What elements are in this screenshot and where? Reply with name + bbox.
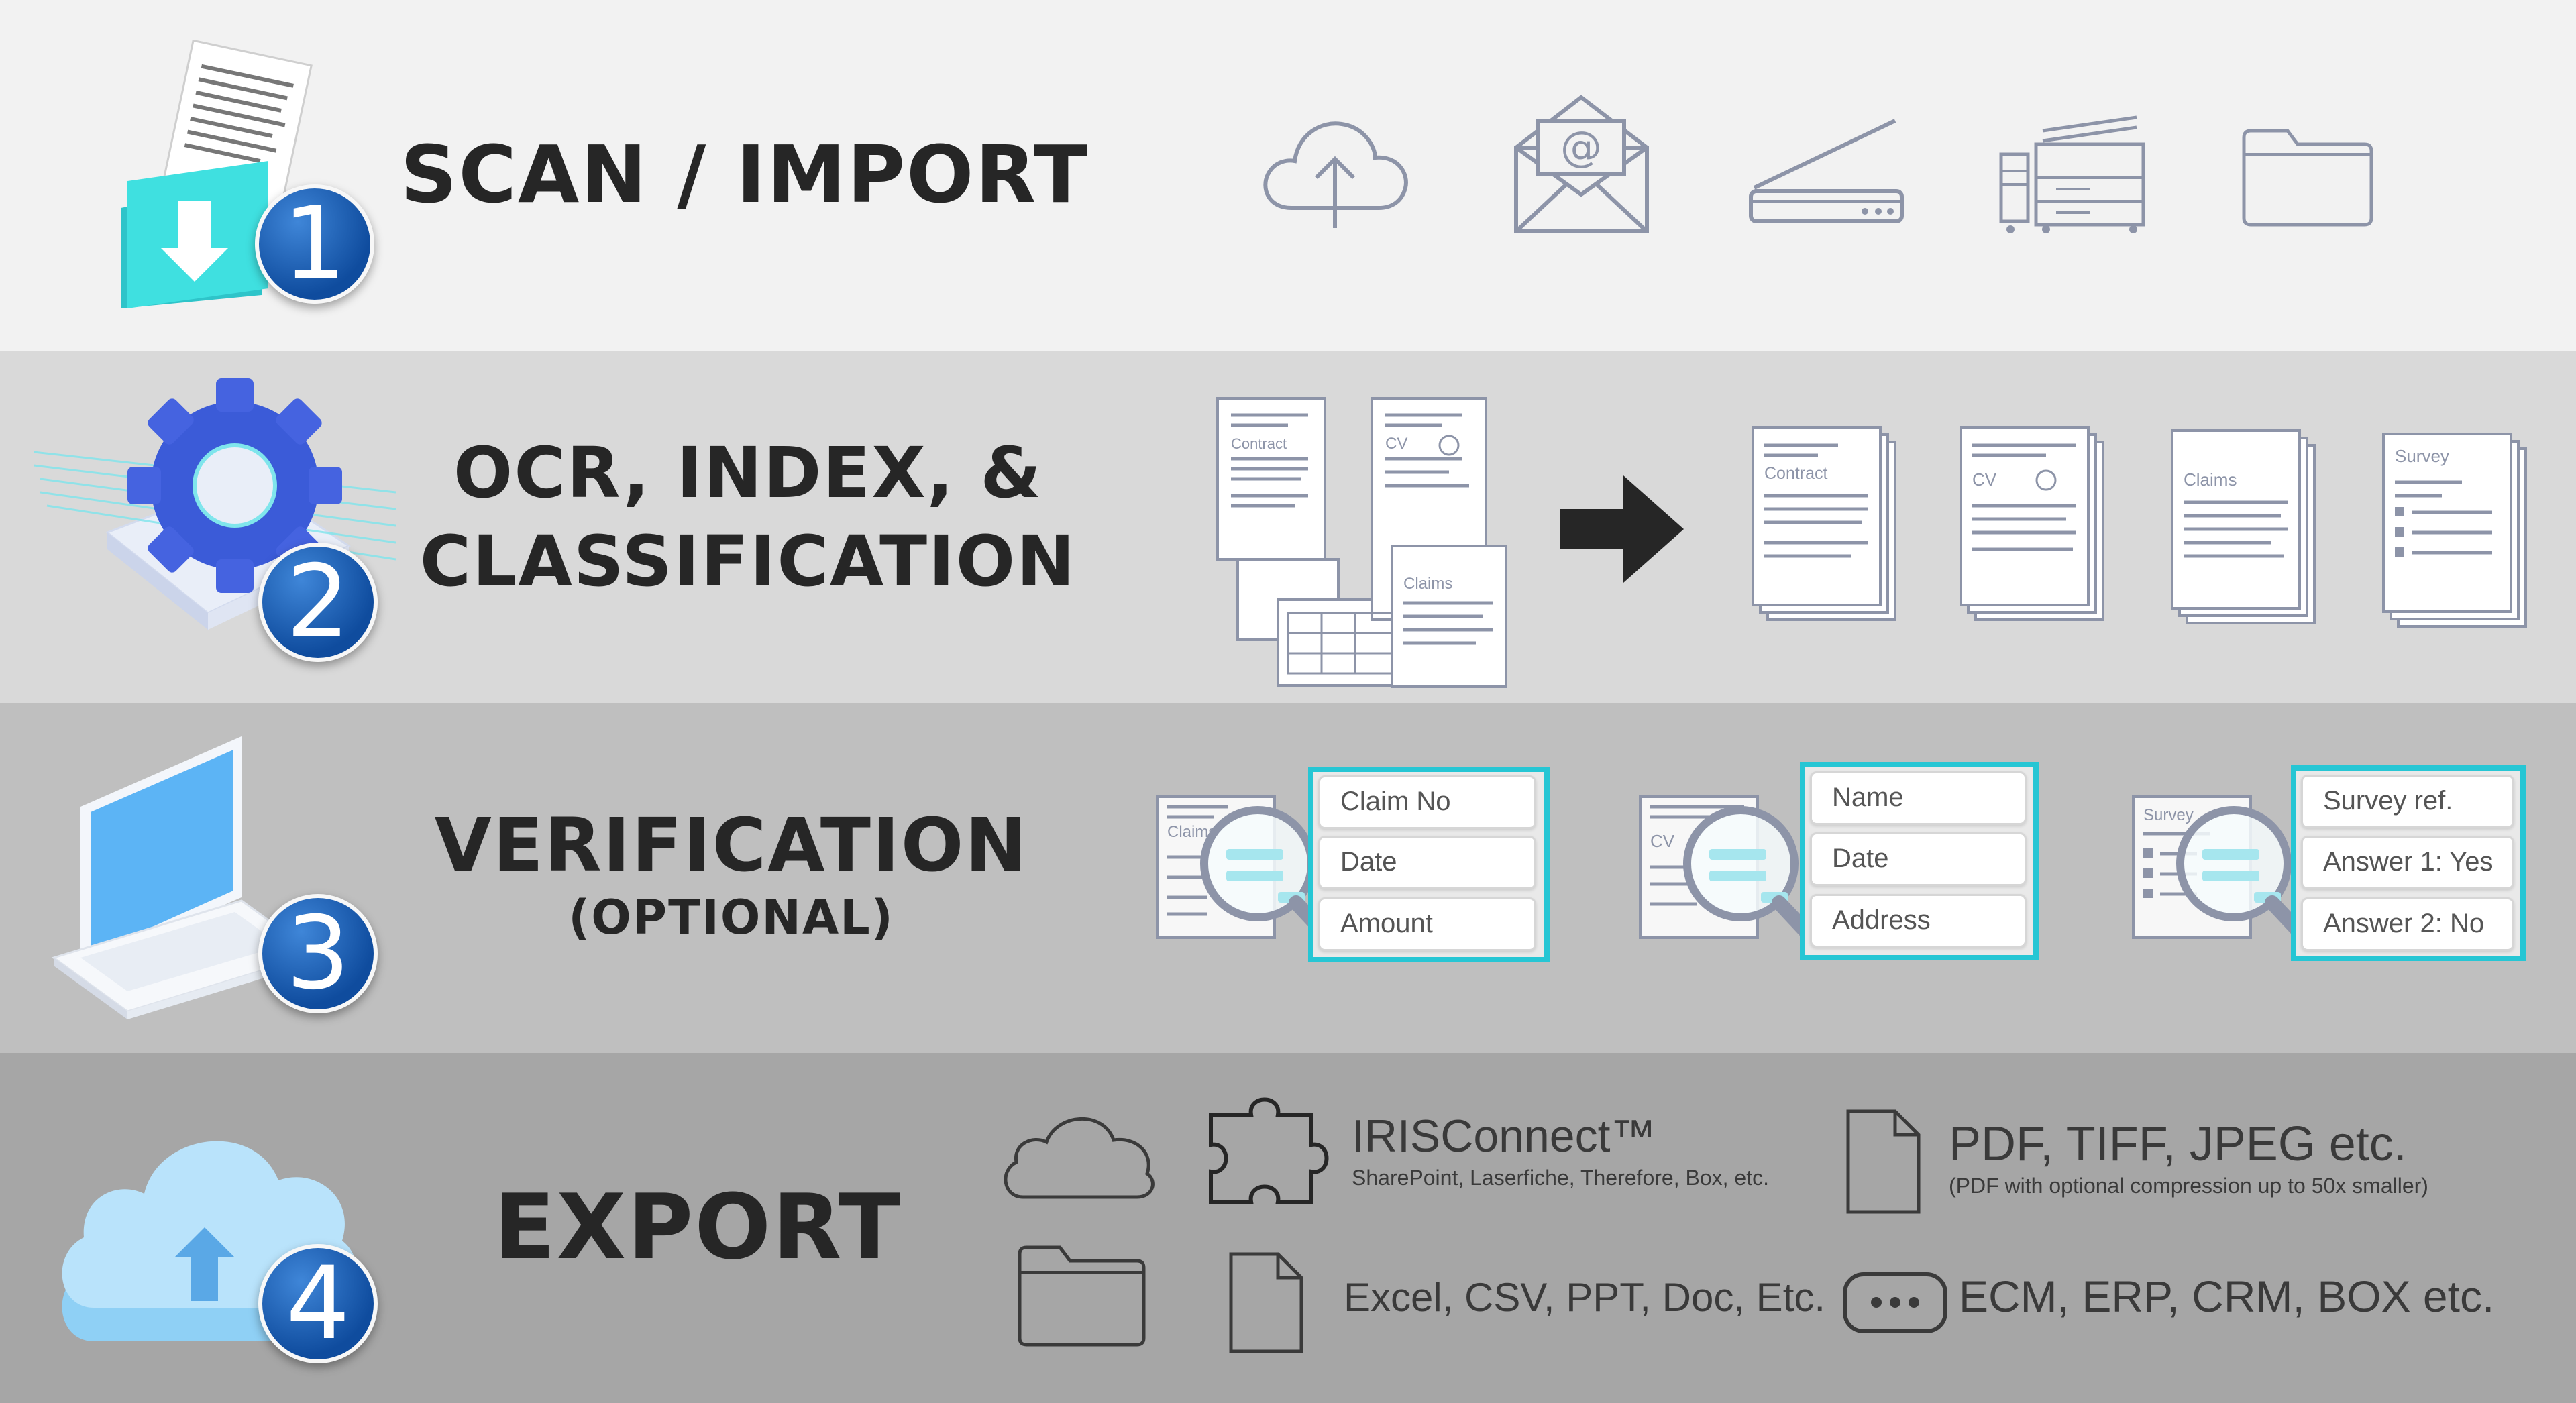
survey-doc-magnified: Survey <box>2132 795 2318 952</box>
cloud-upload-icon <box>1263 121 1408 228</box>
doc-label-survey: Survey <box>2143 806 2194 824</box>
irisconnect-subtitle: SharePoint, Laserfiche, Therefore, Box, … <box>1352 1166 1769 1190</box>
claims-doc-magnified: Claims <box>1156 795 1342 952</box>
doc-label-claims: Claims <box>1403 575 1452 593</box>
cv-field[interactable]: Name <box>1810 771 2027 825</box>
stage-title: OCR, INDEX, & CLASSIFICATION <box>396 429 1100 606</box>
mfp-printer-icon <box>1999 115 2145 233</box>
sorted-cv-stack: CV <box>1960 426 2104 621</box>
doc-label-cv: CV <box>1972 469 1997 490</box>
more-options-icon <box>1843 1272 1947 1333</box>
stage-title-line: VERIFICATION <box>434 802 1028 888</box>
stage-export: 4 EXPORT IRISConnect™ SharePoint, Laserf… <box>0 1053 2576 1403</box>
arrow-right-icon <box>1560 475 1684 583</box>
stage-scan-import: 1 SCAN / IMPORT @ <box>0 0 2576 351</box>
survey-field[interactable]: Answer 1: Yes <box>2301 836 2514 889</box>
sorted-survey-stack: Survey <box>2382 433 2527 628</box>
pdf-formats-subtitle: (PDF with optional compression up to 50x… <box>1949 1174 2428 1198</box>
doc-label-claims: Claims <box>2184 469 2237 490</box>
stage-number-badge: 2 <box>258 543 378 662</box>
sorted-claims-stack: Claims <box>2171 429 2316 624</box>
office-formats-label: Excel, CSV, PPT, Doc, Etc. <box>1344 1275 1826 1320</box>
stage-number-badge: 3 <box>258 894 378 1013</box>
flatbed-scanner-icon <box>1749 119 1904 223</box>
cv-doc-magnified: CV <box>1639 795 1825 952</box>
survey-field[interactable]: Answer 2: No <box>2301 897 2514 951</box>
stage-title: SCAN / IMPORT <box>400 128 1089 221</box>
claims-field[interactable]: Date <box>1318 836 1536 889</box>
irisconnect-title: IRISConnect™ <box>1352 1111 1656 1162</box>
survey-field[interactable]: Survey ref. <box>2301 775 2514 828</box>
doc-label-cv: CV <box>1385 435 1407 453</box>
stage-title-line: CLASSIFICATION <box>419 520 1077 602</box>
stage-title-line: (OPTIONAL) <box>568 890 894 945</box>
doc-label-contract: Contract <box>1764 464 1828 483</box>
email-icon: @ <box>1514 95 1649 233</box>
stage-number-badge: 4 <box>258 1244 378 1363</box>
scan-folder-illustration <box>121 40 313 308</box>
cv-field[interactable]: Address <box>1810 894 2027 948</box>
claims-field[interactable]: Claim No <box>1318 775 1536 829</box>
puzzle-connector-icon <box>1209 1097 1329 1204</box>
claims-field[interactable]: Amount <box>1318 897 1536 951</box>
stage-number-badge: 1 <box>255 184 374 304</box>
doc-label-cv: CV <box>1650 831 1675 851</box>
doc-label-survey: Survey <box>2395 446 2449 466</box>
stage-verification: 3 VERIFICATION (OPTIONAL) Claims Claim N… <box>0 703 2576 1053</box>
document-icon <box>1846 1109 1921 1214</box>
enterprise-systems-label: ECM, ERP, CRM, BOX etc. <box>1959 1272 2495 1321</box>
cloud-icon <box>1004 1117 1155 1199</box>
cv-field[interactable]: Date <box>1810 832 2027 886</box>
stage-title: VERIFICATION (OPTIONAL) <box>396 803 1067 948</box>
sorted-contract-stack: Contract <box>1752 426 1896 621</box>
unsorted-documents-pile: Contract CV Claims <box>1216 397 1507 688</box>
folder-icon <box>1018 1245 1146 1347</box>
stage-ocr-index-classification: 2 OCR, INDEX, & CLASSIFICATION Contract … <box>0 351 2576 703</box>
pdf-formats-title: PDF, TIFF, JPEG etc. <box>1949 1117 2407 1171</box>
stage-title-line: OCR, INDEX, & <box>453 432 1043 514</box>
svg-text:@: @ <box>1560 122 1602 171</box>
document-icon <box>1229 1252 1303 1353</box>
folder-icon <box>2242 129 2373 227</box>
doc-label-contract: Contract <box>1231 435 1287 452</box>
stage-title: EXPORT <box>494 1175 902 1280</box>
